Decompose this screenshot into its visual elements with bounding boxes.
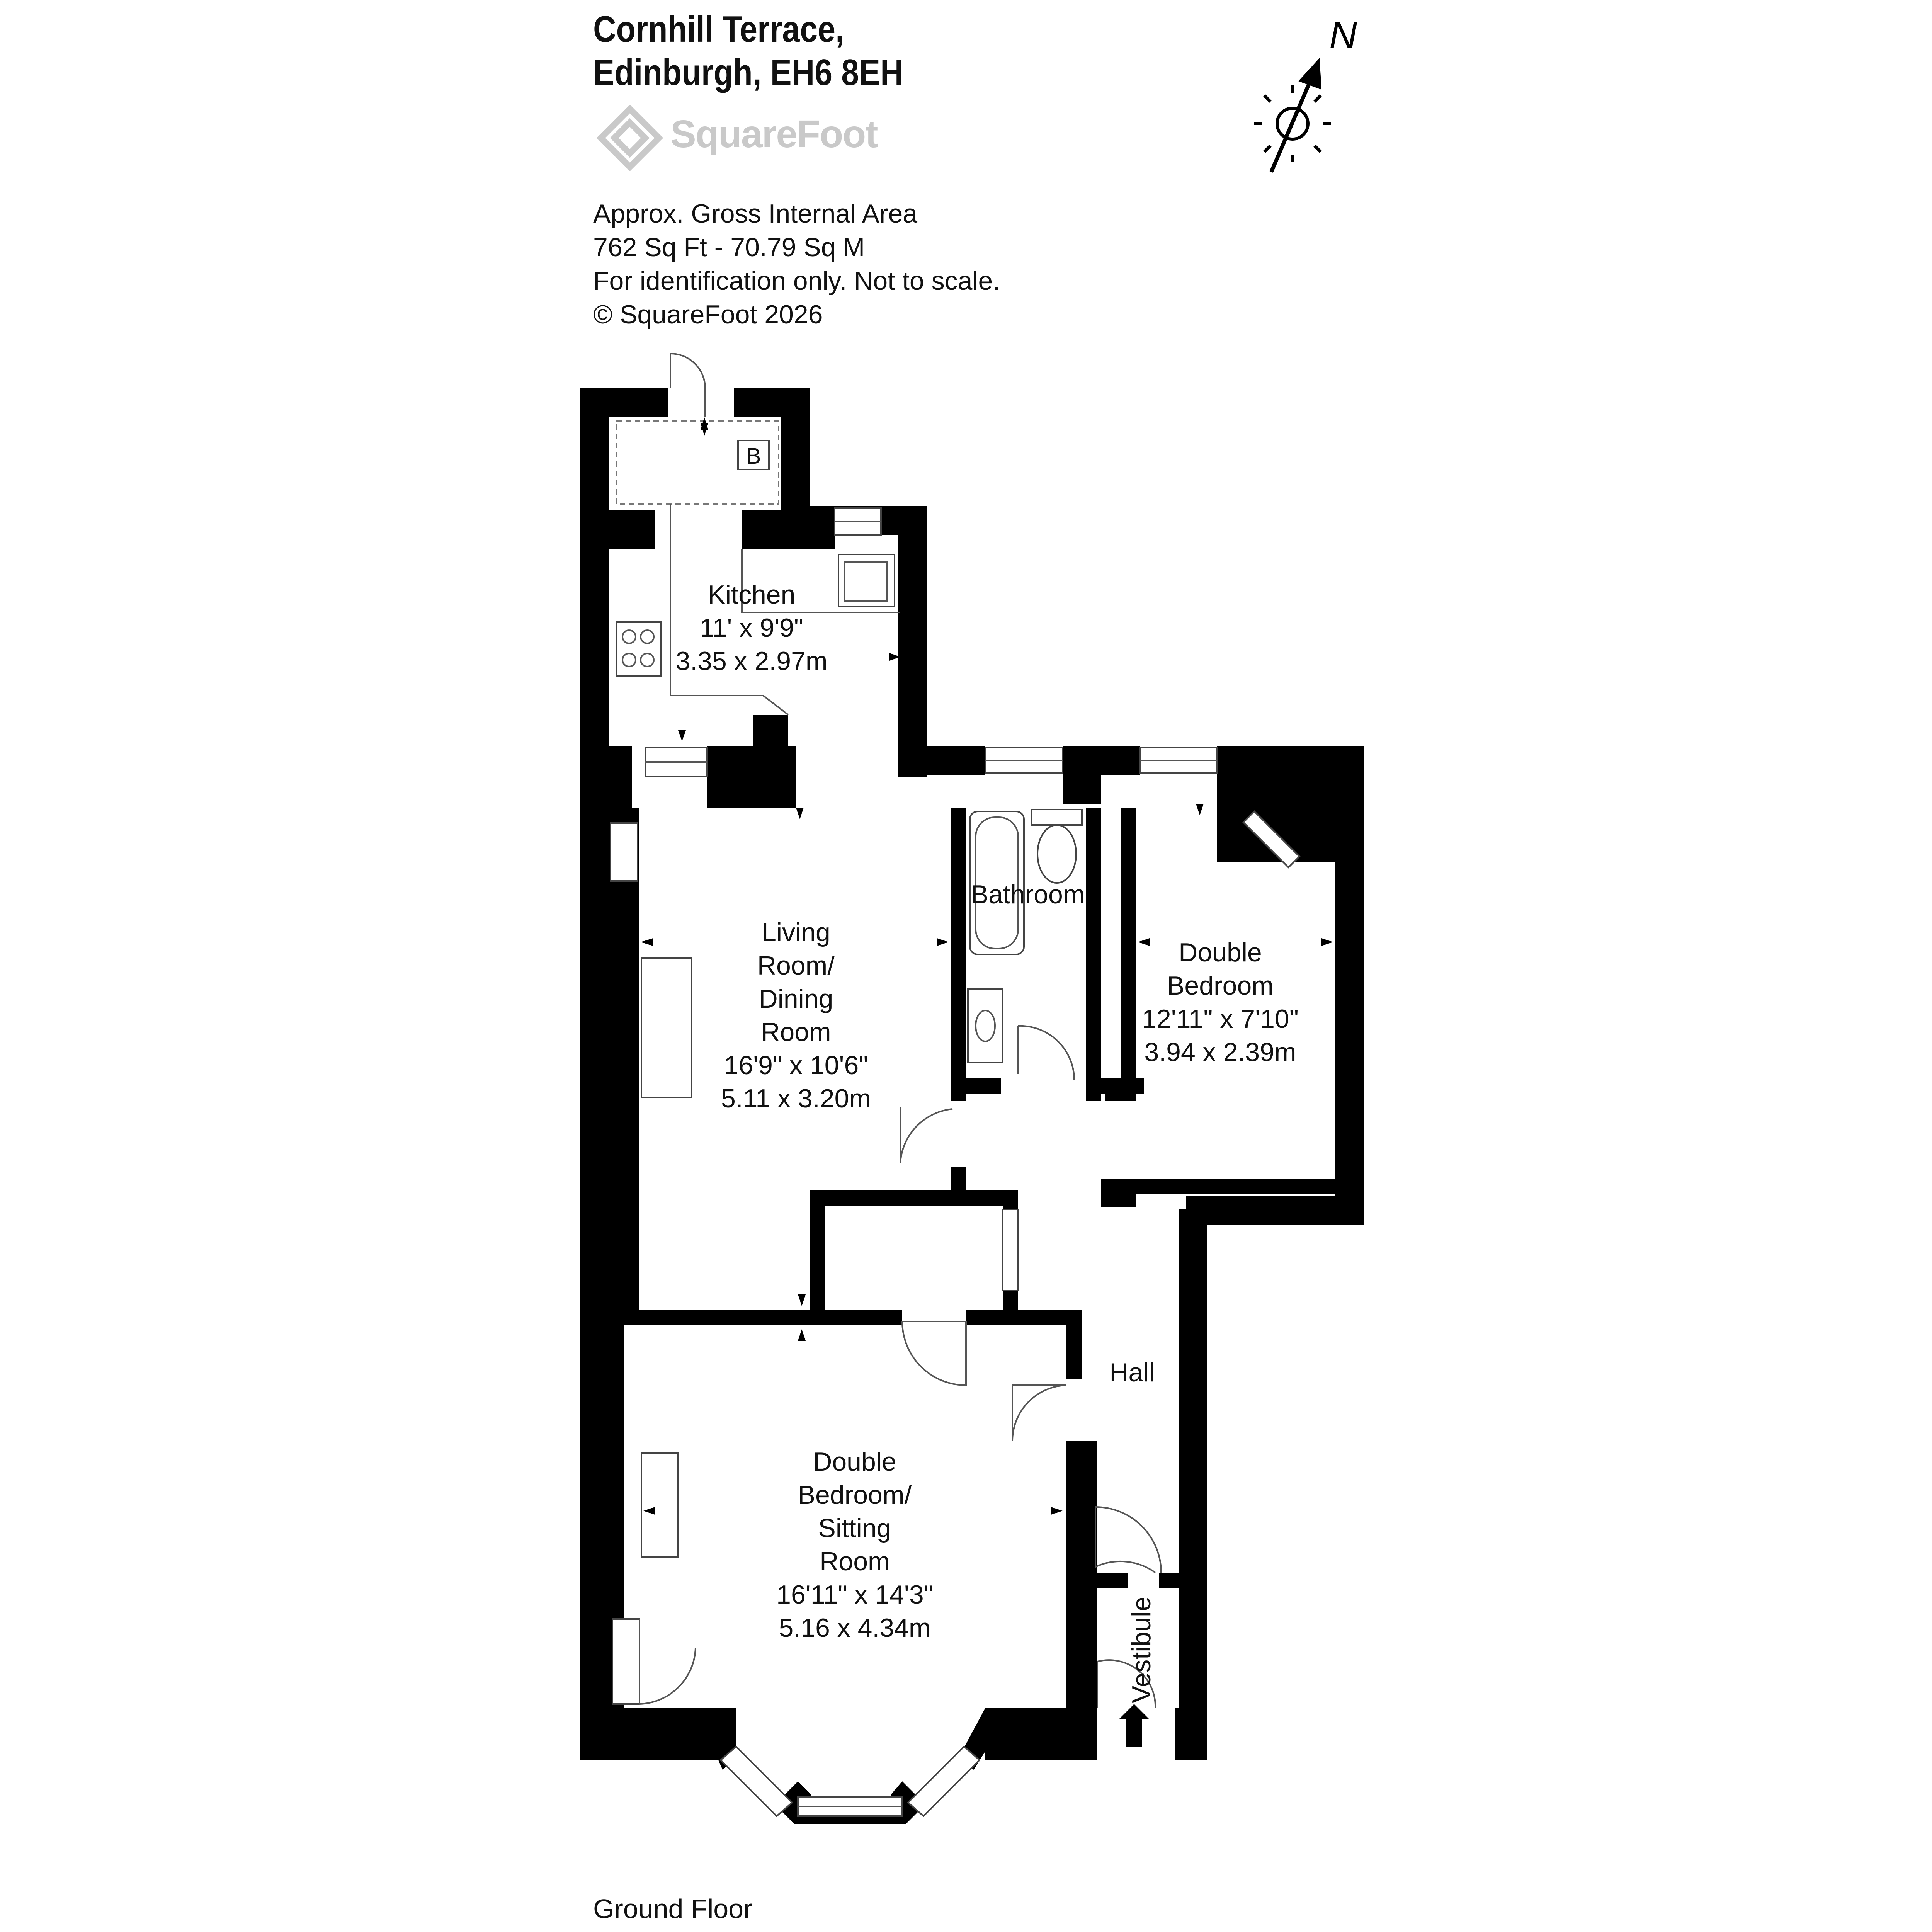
room-fittings <box>610 810 1301 1705</box>
kitchen-metric: 3.35 x 2.97m <box>675 646 827 676</box>
kitchen-imperial: 11' x 9'9" <box>700 613 803 643</box>
bedroom2-name-4: Room <box>820 1547 889 1576</box>
bedroom2-metric: 5.16 x 4.34m <box>779 1613 930 1643</box>
living-metric: 5.11 x 3.20m <box>721 1084 871 1113</box>
area-info-line-4: © SquareFoot 2026 <box>593 300 823 329</box>
brand-logo: SquareFoot <box>593 104 910 172</box>
area-info: Approx. Gross Internal Area 762 Sq Ft - … <box>593 197 1000 332</box>
area-info-line-3: For identification only. Not to scale. <box>593 266 1000 296</box>
property-address: Cornhill Terrace, Edinburgh, EH6 8EH <box>593 8 954 94</box>
room-labels: Kitchen 11' x 9'9" 3.35 x 2.97m Living R… <box>675 580 1298 1703</box>
toilet-cistern <box>1031 809 1083 826</box>
bathtub <box>969 811 1025 955</box>
doors <box>639 352 1162 1708</box>
walls <box>580 388 1364 1824</box>
boiler-label: B <box>746 444 761 469</box>
entrance-arrow-icon <box>1119 1704 1150 1747</box>
living-imperial: 16'9" x 10'6" <box>724 1051 868 1080</box>
living-name-2: Room/ <box>757 951 835 980</box>
address-line-2: Edinburgh, EH6 8EH <box>593 52 903 93</box>
bedroom2-name-2: Bedroom/ <box>798 1480 912 1510</box>
kitchen-sink <box>838 554 895 607</box>
washbasin <box>967 988 1003 1063</box>
hob-icon <box>616 621 662 677</box>
area-info-line-1: Approx. Gross Internal Area <box>593 199 918 228</box>
vestibule-name: Vestibule <box>1127 1597 1156 1703</box>
bathroom-name: Bathroom <box>971 880 1085 909</box>
bedroom2-name-1: Double <box>813 1447 896 1476</box>
bedroom1-name-2: Bedroom <box>1167 971 1274 1000</box>
hall-name: Hall <box>1109 1358 1155 1387</box>
bedroom1-imperial: 12'11" x 7'10" <box>1142 1004 1299 1034</box>
address-line-1: Cornhill Terrace, <box>593 9 844 50</box>
cupboard <box>612 1618 640 1705</box>
living-name-1: Living <box>762 918 830 947</box>
kitchen-fittings: B <box>616 420 900 716</box>
windows <box>645 507 1218 1291</box>
compass-icon: N <box>1269 14 1357 173</box>
dimension-markers <box>641 417 1333 1515</box>
bedroom1-name-1: Double <box>1179 938 1262 967</box>
fireplace-2 <box>641 1452 679 1558</box>
bedroom2-imperial: 16'11" x 14'3" <box>776 1580 933 1609</box>
floor-label: Ground Floor <box>593 1894 753 1924</box>
area-info-line-2: 762 Sq Ft - 70.79 Sq M <box>593 233 865 262</box>
living-name-3: Dining <box>759 984 833 1014</box>
sun-icon <box>1254 85 1331 162</box>
bedroom1-metric: 3.94 x 2.39m <box>1144 1037 1296 1067</box>
kitchen-name: Kitchen <box>708 580 796 609</box>
bedroom2-name-3: Sitting <box>818 1514 891 1543</box>
bathroom-fittings <box>967 809 1083 1063</box>
bay-windows <box>719 1745 981 1817</box>
living-name-4: Room <box>761 1017 831 1047</box>
brand-logo-icon <box>596 104 663 172</box>
fireplace <box>641 957 692 1098</box>
brand-name: SquareFoot <box>670 112 878 156</box>
compass-north-label: N <box>1329 14 1357 57</box>
radiator <box>1242 810 1301 869</box>
boiler-box <box>737 440 770 470</box>
toilet <box>1037 824 1077 884</box>
